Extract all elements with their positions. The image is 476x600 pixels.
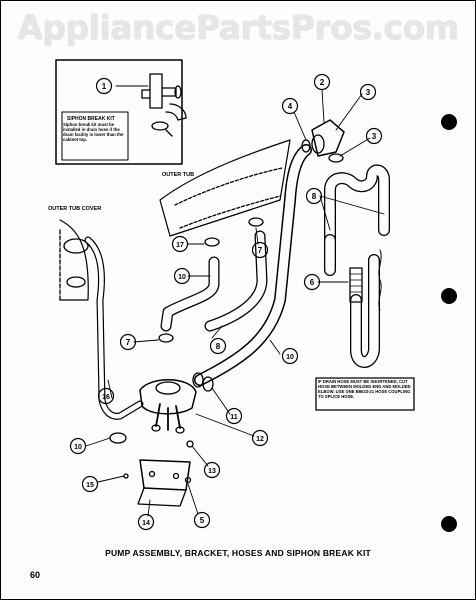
binder-hole-bottom <box>441 516 457 532</box>
callout-10-b: 10 <box>281 347 299 365</box>
svg-text:1: 1 <box>102 82 107 91</box>
callout-8-a: 8 <box>305 187 323 205</box>
callout-13: 13 <box>203 461 221 479</box>
outer-tub-cover: OUTER TUB COVER <box>48 206 101 301</box>
svg-text:10: 10 <box>286 354 294 361</box>
svg-text:16: 16 <box>102 394 110 401</box>
svg-text:15: 15 <box>86 482 94 489</box>
outer-tub-cover-label: OUTER TUB COVER <box>48 206 101 212</box>
svg-text:3: 3 <box>372 132 377 141</box>
callout-7-a: 7 <box>251 241 269 259</box>
svg-text:6: 6 <box>310 278 315 287</box>
callout-2: 2 <box>313 73 331 91</box>
outer-tub-label: OUTER TUB <box>162 172 194 178</box>
callout-10-a: 10 <box>173 267 191 285</box>
svg-text:3: 3 <box>366 88 371 97</box>
svg-text:8: 8 <box>216 342 221 351</box>
callout-10-c: 10 <box>69 437 87 455</box>
binder-hole-top <box>441 114 457 130</box>
siphon-kit-title: SIPHON BREAK KIT <box>67 116 115 122</box>
callout-4: 4 <box>281 97 299 115</box>
svg-text:7: 7 <box>258 246 263 255</box>
callout-8-b: 8 <box>209 337 227 355</box>
svg-text:8: 8 <box>312 192 317 201</box>
svg-text:12: 12 <box>256 436 264 443</box>
svg-text:11: 11 <box>230 414 238 421</box>
outer-tub: OUTER TUB <box>159 139 291 237</box>
callout-3: 3 <box>365 127 383 145</box>
svg-text:17: 17 <box>176 242 184 249</box>
callout-16: 16 <box>97 387 115 405</box>
binder-hole-middle <box>441 288 457 304</box>
hose-note-text: IF DRAIN HOSE MUST BE SHORTENED, CUT HOS… <box>318 379 411 400</box>
callout-14: 14 <box>137 513 155 531</box>
svg-text:10: 10 <box>178 274 186 281</box>
leader-lines <box>85 85 385 517</box>
siphon-kit-text: Siphon break kit must be installed in dr… <box>63 122 124 142</box>
svg-text:10: 10 <box>74 444 82 451</box>
page-number: 60 <box>30 570 41 580</box>
svg-text:4: 4 <box>288 102 293 111</box>
callout-1: 1 <box>95 77 113 95</box>
callout-6: 6 <box>303 273 321 291</box>
svg-text:5: 5 <box>200 516 205 525</box>
callout-11: 11 <box>225 407 243 425</box>
callouts: 1 2 3 3 4 7 7 7 8 8 6 10 10 11 12 13 16 … <box>69 73 383 531</box>
callout-15: 15 <box>81 475 99 493</box>
watermark: AppliancePartsPros.com <box>17 8 459 47</box>
callout-17: 17 <box>171 235 189 253</box>
svg-text:14: 14 <box>142 520 150 527</box>
siphon-break-kit-box: SIPHON BREAK KIT Siphon break kit must b… <box>55 59 187 165</box>
svg-text:7: 7 <box>126 338 131 347</box>
svg-text:13: 13 <box>208 468 216 475</box>
callout-7-b: 7 <box>119 333 137 351</box>
diagram-caption: PUMP ASSEMBLY, BRACKET, HOSES AND SIPHON… <box>105 548 371 558</box>
callout-3-top: 3 <box>359 83 377 101</box>
hose-note-box: IF DRAIN HOSE MUST BE SHORTENED, CUT HOS… <box>315 377 415 411</box>
callout-5: 5 <box>193 511 211 529</box>
callout-12: 12 <box>251 429 269 447</box>
pump-assembly <box>139 379 197 434</box>
pump-bracket <box>137 459 191 507</box>
svg-text:2: 2 <box>320 78 325 87</box>
